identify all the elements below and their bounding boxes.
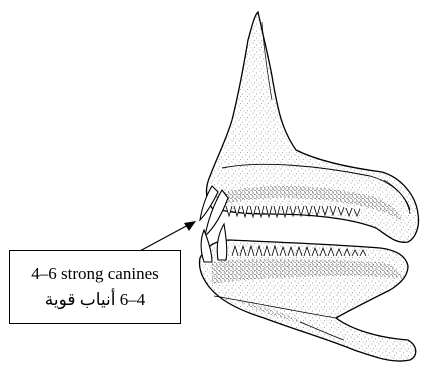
callout-arrow	[138, 221, 196, 252]
label-english: 4–6 strong canines	[31, 263, 158, 285]
canines-label-box: 4–6 strong canines 4–6 أنياب قوية	[9, 250, 181, 324]
lower-jaw	[199, 240, 415, 361]
label-arabic: 4–6 أنياب قوية	[45, 289, 146, 311]
